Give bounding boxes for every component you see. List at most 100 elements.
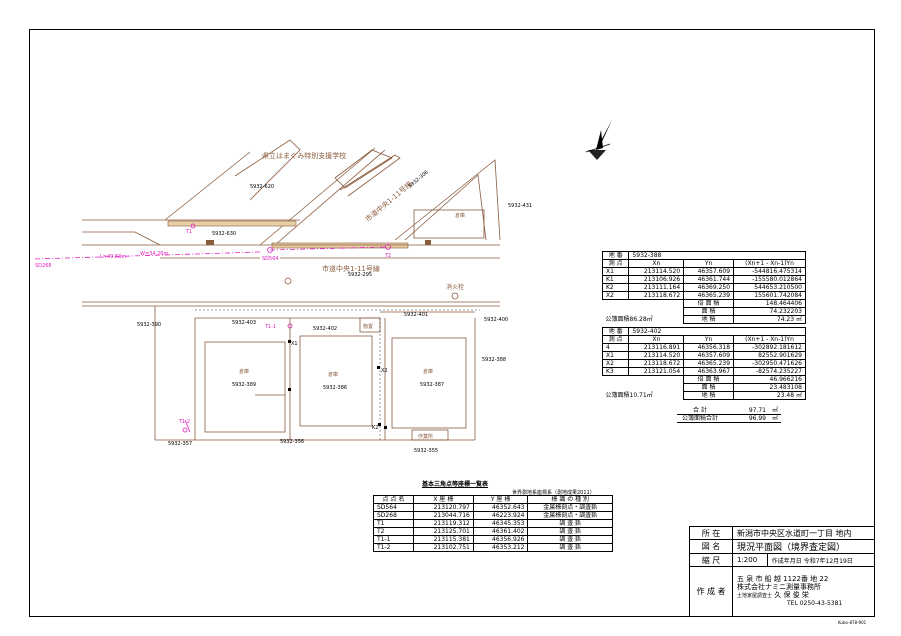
cell: 46353.212 bbox=[472, 543, 529, 552]
drawing-value: 現況平面図（境界査定図） bbox=[732, 539, 875, 554]
road-band bbox=[167, 220, 431, 249]
cell: 金属標刻点・調査鋲 bbox=[527, 511, 613, 520]
cell: -544816.475314 bbox=[733, 267, 806, 276]
lot-label: 5932-400 bbox=[484, 317, 508, 323]
table-row: T1-1 213115.381 46356.926 調 査 鋲 bbox=[373, 535, 613, 544]
public-area-note: 公簿面積10.71㎡ bbox=[605, 392, 653, 399]
date-value: 令和7年12月19日 bbox=[803, 557, 853, 565]
column-header: (Xn+1 - Xn-1)Yn bbox=[733, 259, 806, 268]
fire-hydrant-icon bbox=[284, 277, 292, 285]
land-area-label: 地 積 bbox=[683, 315, 735, 324]
benchmark-title: 基本三角点等座標一覧表 bbox=[422, 481, 489, 488]
unit-label: ㎡ bbox=[795, 316, 802, 323]
lot-label: 5932-402 bbox=[313, 326, 337, 332]
total-value: 97.71 bbox=[723, 407, 769, 415]
cell: 213106.926 bbox=[628, 275, 685, 284]
cell: 213102.751 bbox=[412, 543, 474, 552]
cell: 213120.797 bbox=[412, 503, 474, 512]
point-label: X1 bbox=[291, 341, 298, 347]
double-area-label: 倍 面 積 bbox=[683, 299, 735, 308]
cell: 213119.312 bbox=[412, 519, 474, 528]
unit-label: ㎡ bbox=[769, 407, 782, 415]
cell: X1 bbox=[601, 351, 630, 360]
table-title-label: 地 番 bbox=[601, 251, 630, 260]
area-label: 面 積 bbox=[683, 383, 735, 392]
column-header: Yn bbox=[683, 259, 735, 268]
cell: 金属標刻点・調査鋲 bbox=[527, 503, 613, 512]
date-label: 作成年月日 bbox=[771, 557, 802, 565]
area-value: 74.232203 bbox=[733, 307, 806, 316]
cell: 46365.239 bbox=[683, 359, 735, 368]
point-label: T1-2 bbox=[178, 419, 190, 425]
cell: T1-2 bbox=[373, 543, 414, 552]
cell: 4 bbox=[601, 343, 630, 352]
lot-label: 5932-431 bbox=[508, 203, 532, 209]
scale-value: 1:200 bbox=[737, 556, 758, 564]
column-header: 標 識 の 種 別 bbox=[527, 495, 613, 504]
lot-label: 5932-356 bbox=[280, 439, 304, 445]
table-title-value: 5932-402 bbox=[628, 327, 806, 336]
building-label: 作業所 bbox=[418, 433, 433, 440]
dimension-label: L=49.83m bbox=[100, 254, 126, 260]
location-label: 所 在 bbox=[689, 526, 733, 540]
building-label: 物置 bbox=[363, 323, 373, 330]
title-block: 所 在 新潟市中央区水道町一丁目 地内 図 名 現況平面図（境界査定図） 縮 尺… bbox=[689, 526, 876, 617]
table-row: T1-2 213102.751 46353.212 調 査 鋲 bbox=[373, 543, 613, 552]
public-total-value: 96.99 bbox=[723, 414, 769, 423]
cell: 213044.716 bbox=[412, 511, 474, 520]
table-row: T2 213125.701 46361.402 調 査 鋲 bbox=[373, 527, 613, 536]
author-tel: TEL 0250-43-5381 bbox=[787, 600, 843, 607]
table-row: X2 213118.672 46365.239 -302950.471626 bbox=[601, 359, 806, 368]
author-company: 株式会社ナミニ測量事務所 bbox=[737, 583, 821, 591]
scale-label: 縮 尺 bbox=[689, 553, 733, 567]
public-total-label: 公簿面積合計 bbox=[677, 414, 723, 423]
cell: 213118.672 bbox=[628, 291, 685, 300]
cell: 46356.318 bbox=[683, 343, 735, 352]
cell: 213115.381 bbox=[412, 535, 474, 544]
cell: 調 査 鋲 bbox=[527, 519, 613, 528]
building-label: 倉庫 bbox=[239, 368, 249, 375]
table-row: 4 213116.891 46356.318 -302892.181612 bbox=[601, 343, 806, 352]
column-header: 測 点 bbox=[601, 259, 630, 268]
table-row: X1 213114.520 46357.609 82552.901629 bbox=[601, 351, 806, 360]
column-header: 測 点 bbox=[601, 335, 630, 344]
cell: 46365.239 bbox=[683, 291, 735, 300]
building-label: 倉庫 bbox=[423, 368, 433, 375]
road-label-upper: 市道中央1-11号線 bbox=[364, 179, 414, 223]
author-label: 作 成 者 bbox=[689, 566, 733, 617]
area-label: 面 積 bbox=[683, 307, 735, 316]
column-header: Xn bbox=[628, 259, 685, 268]
cell: 213121.054 bbox=[628, 367, 685, 376]
cell: -302950.471626 bbox=[733, 359, 806, 368]
lot-label: 5932-389 bbox=[232, 382, 256, 388]
table-row: K3 213121.054 46363.967 -82574.235227 bbox=[601, 367, 806, 376]
cell: 46356.926 bbox=[472, 535, 529, 544]
cell: 82552.901629 bbox=[733, 351, 806, 360]
lot-label: 5932-390 bbox=[137, 322, 161, 328]
cell: 46361.402 bbox=[472, 527, 529, 536]
drawing-label: 図 名 bbox=[689, 539, 733, 554]
point-label: X2 bbox=[381, 368, 388, 374]
lot-label: 5932-386 bbox=[323, 385, 347, 391]
cell: 調 査 鋲 bbox=[527, 543, 613, 552]
benchmark-subtitle: 世界測地系座標系（測地成果2011） bbox=[512, 490, 595, 496]
cell: T2 bbox=[373, 527, 414, 536]
cell: K2 bbox=[601, 283, 630, 292]
table-row: SD268 213044.716 46223.924 金属標刻点・調査鋲 bbox=[373, 511, 613, 520]
column-header: 点 点 名 bbox=[373, 495, 414, 504]
lot-label: 5932-403 bbox=[232, 320, 256, 326]
public-area-note: 公簿面積86.28㎡ bbox=[605, 316, 653, 323]
cell: 46345.353 bbox=[472, 519, 529, 528]
point-label: SD564 bbox=[262, 256, 279, 262]
double-area-value: 46.966216 bbox=[733, 375, 806, 384]
cell: X2 bbox=[601, 291, 630, 300]
school-label: 県立はまぐみ特別支援学校 bbox=[262, 151, 346, 160]
table-title-label: 地 番 bbox=[601, 327, 630, 336]
location-value: 新潟市中央区水道町一丁目 地内 bbox=[732, 526, 875, 540]
column-header: Yn bbox=[683, 335, 735, 344]
cell: 213125.701 bbox=[412, 527, 474, 536]
cell: X2 bbox=[601, 359, 630, 368]
drawing-code: Kubo-878-901 bbox=[838, 620, 867, 625]
cell: 46223.924 bbox=[472, 511, 529, 520]
